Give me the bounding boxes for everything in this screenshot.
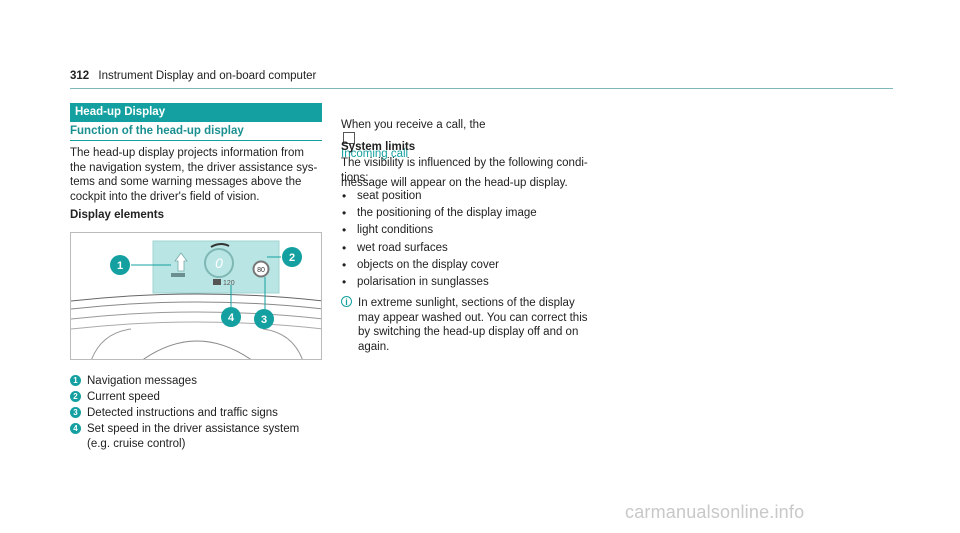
dash-line [262, 328, 303, 359]
dash-line [71, 293, 321, 302]
hud-illustration: 0 120 80 1 2 3 4 [70, 232, 322, 360]
list-item: wet road surfaces [341, 240, 537, 257]
callout-4 [221, 307, 241, 327]
legend-item: 1 Navigation messages [70, 374, 197, 389]
dash-line [71, 301, 321, 310]
system-limits-heading: System limits [341, 141, 416, 153]
legend-number: 2 [70, 391, 81, 402]
legend-number: 1 [70, 375, 81, 386]
watermark: carmanualsonline.info [625, 502, 805, 522]
callout-1-label: 1 [117, 260, 123, 272]
page-header: 312 Instrument Display and on-board comp… [70, 70, 316, 82]
callout-4-label: 4 [228, 312, 235, 324]
chapter-title: Instrument Display and on-board computer [98, 70, 317, 82]
intro-paragraph: The head-up display projects information… [70, 147, 318, 203]
subsection-heading: Function of the head-up display [70, 125, 244, 137]
call-text-after: message will appear on the head-up displ… [341, 176, 568, 189]
legend-text: Set speed in the driver assistance syste… [87, 423, 300, 450]
section-banner: Head-up Display [70, 103, 322, 122]
legend-item: 2 Current speed [70, 390, 160, 405]
hud-illustration-drawing: 0 120 80 1 2 3 4 [71, 240, 321, 359]
info-icon: i [341, 296, 352, 307]
list-item: the positioning of the display image [341, 205, 537, 222]
page-number: 312 [70, 70, 90, 82]
callout-3-label: 3 [261, 314, 267, 326]
steering-wheel [143, 340, 251, 359]
legend-number: 3 [70, 407, 81, 418]
navigation-bar [171, 273, 185, 277]
current-speed-value: 0 [215, 255, 223, 271]
legend-item: 3 Detected instructions and traffic signs [70, 406, 278, 421]
display-elements-heading: Display elements [70, 209, 164, 221]
conditions-list: seat position the positioning of the dis… [341, 188, 537, 291]
dash-line [91, 328, 132, 359]
callout-2-label: 2 [289, 252, 295, 264]
speed-gauge [204, 248, 234, 278]
callout-3 [254, 309, 274, 329]
callout-1 [110, 255, 130, 275]
header-divider [70, 88, 893, 89]
speed-limit-value: 80 [257, 267, 265, 274]
cruise-control-icon [213, 279, 221, 285]
legend-item: 4 Set speed in the driver assistance syst… [70, 422, 299, 451]
dash-line [71, 311, 321, 320]
call-text-before: When you receive a call, the [341, 118, 486, 131]
legend-text: Current speed [87, 391, 160, 403]
note-text: In extreme sunlight, sections of the dis… [358, 297, 588, 353]
dash-line [71, 321, 321, 330]
set-speed-value: 120 [223, 280, 235, 287]
legend-text: Detected instructions and traffic signs [87, 407, 278, 419]
incoming-call-message: Incoming call [341, 147, 409, 160]
list-item: polarisation in sunglasses [341, 274, 537, 291]
phone-icon [343, 132, 355, 145]
legend-text: Navigation messages [87, 375, 197, 387]
gauge-arc [210, 243, 230, 248]
navigation-arrow-icon [174, 252, 188, 272]
subsection-divider [70, 140, 322, 141]
list-item: seat position [341, 188, 537, 205]
incoming-call-paragraph: When you receive a call, the Incoming ca… [341, 103, 631, 191]
list-item: light conditions [341, 222, 537, 239]
system-limits-intro: The visibility is influenced by the foll… [341, 157, 588, 184]
list-item: objects on the display cover [341, 257, 537, 274]
legend-number: 4 [70, 423, 81, 434]
callout-2 [282, 247, 302, 267]
speed-limit-sign-icon [252, 260, 270, 278]
